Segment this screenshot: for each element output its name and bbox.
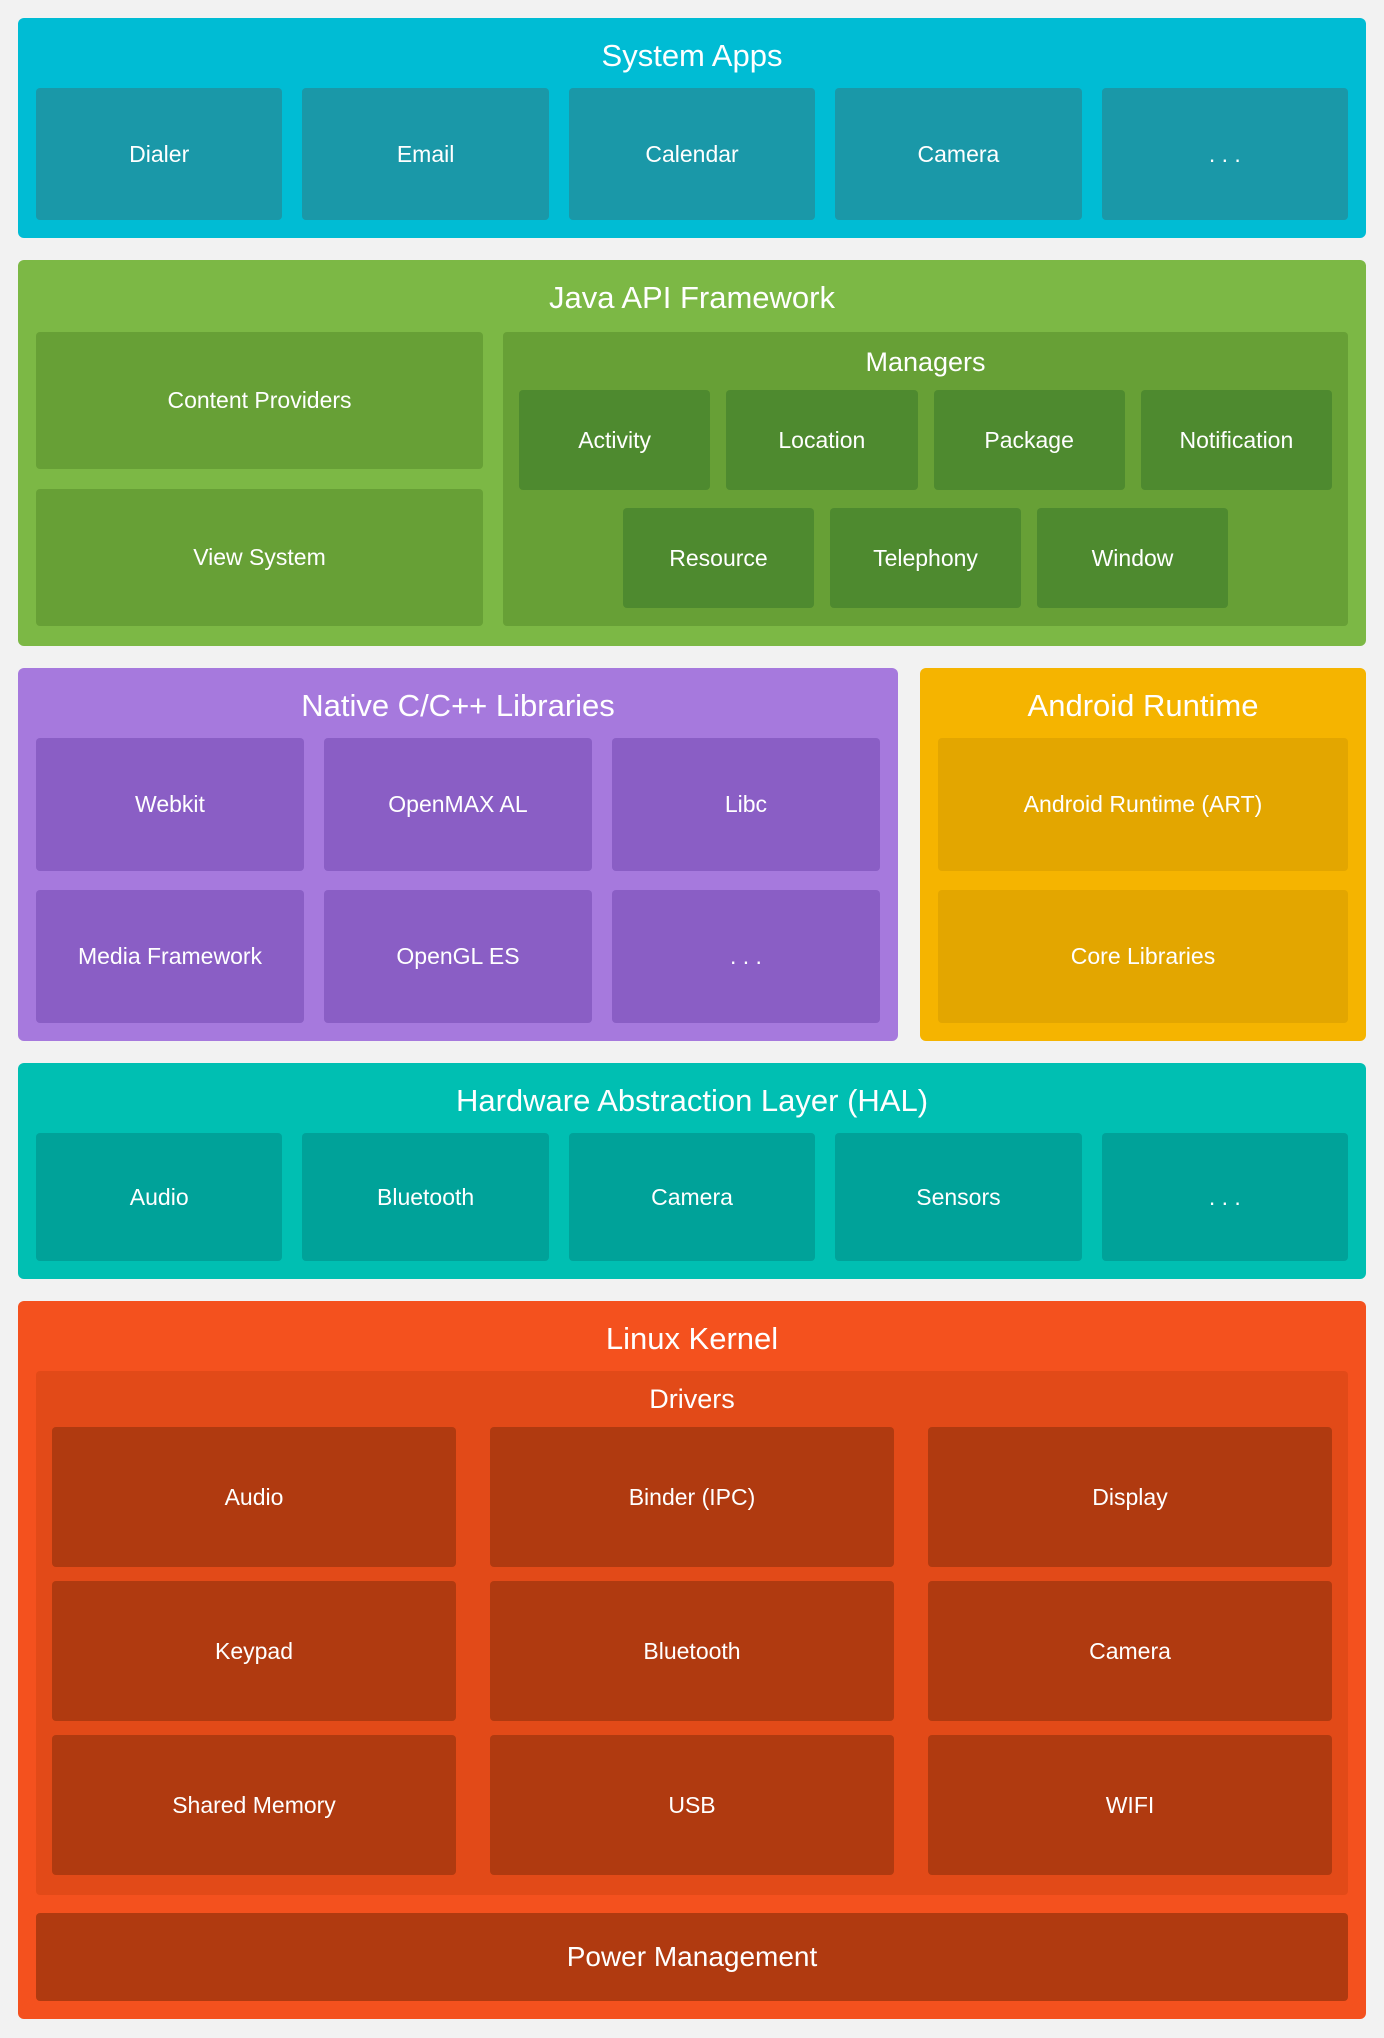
java-api-title: Java API Framework [549, 280, 835, 315]
linux-kernel-title: Linux Kernel [605, 1321, 779, 1356]
system-apps-title: System Apps [601, 38, 783, 73]
box-hal-bluetooth: Bluetooth [302, 1133, 549, 1261]
layer-native-libraries: Native C/C++ Libraries Webkit OpenMAX AL… [18, 668, 898, 1041]
drivers-title: Drivers [649, 1384, 735, 1414]
managers-group: Managers Activity Location Package Notif… [503, 332, 1348, 626]
box-power-management: Power Management [36, 1913, 1348, 2001]
box-email: Email [302, 88, 549, 220]
box-opengl-es: OpenGL ES [323, 890, 592, 1023]
box-media-framework: Media Framework [36, 890, 304, 1023]
layer-java-api-framework: Java API Framework Content Providers Vie… [18, 260, 1366, 646]
box-driver-keypad: Keypad [52, 1581, 456, 1721]
box-driver-display: Display [928, 1427, 1332, 1567]
box-hal-audio: Audio [36, 1133, 283, 1261]
native-libraries-grid: Webkit OpenMAX AL Libc Media Framework O… [36, 738, 880, 1023]
box-driver-usb: USB [490, 1735, 894, 1875]
box-driver-wifi: WIFI [928, 1735, 1332, 1875]
java-api-body: Content Providers View System Managers A… [36, 332, 1348, 626]
hal-title: Hardware Abstraction Layer (HAL) [455, 1083, 929, 1118]
box-telephony-manager: Telephony [830, 508, 1021, 608]
box-hal-sensors: Sensors [835, 1133, 1082, 1261]
box-core-libraries: Core Libraries [938, 890, 1348, 1023]
box-content-providers: Content Providers [36, 332, 483, 469]
box-openmax-al: OpenMAX AL [323, 738, 592, 871]
box-driver-shared-memory: Shared Memory [52, 1735, 456, 1875]
box-art: Android Runtime (ART) [938, 738, 1348, 871]
native-and-runtime-row: Native C/C++ Libraries Webkit OpenMAX AL… [18, 668, 1366, 1041]
box-notification-manager: Notification [1140, 390, 1332, 490]
box-hal-camera: Camera [568, 1133, 816, 1261]
box-calendar: Calendar [568, 88, 816, 220]
layer-hal: Hardware Abstraction Layer (HAL) Audio B… [18, 1063, 1366, 1279]
java-api-left-column: Content Providers View System [36, 332, 483, 626]
box-driver-bluetooth: Bluetooth [490, 1581, 894, 1721]
box-dialer: Dialer [36, 88, 283, 220]
system-apps-row: Dialer Email Calendar Camera . . . [36, 88, 1349, 220]
managers-title: Managers [865, 347, 986, 377]
box-libc: Libc [611, 738, 880, 871]
android-runtime-title: Android Runtime [1027, 688, 1259, 723]
box-native-ellipsis: . . . [611, 890, 880, 1023]
box-window-manager: Window [1037, 508, 1228, 608]
box-location-manager: Location [726, 390, 918, 490]
box-driver-binder-ipc: Binder (IPC) [490, 1427, 894, 1567]
native-libraries-title: Native C/C++ Libraries [301, 688, 615, 723]
box-resource-manager: Resource [623, 508, 814, 608]
box-apps-ellipsis: . . . [1101, 88, 1349, 220]
box-driver-camera: Camera [928, 1581, 1332, 1721]
layer-android-runtime: Android Runtime Android Runtime (ART) Co… [920, 668, 1366, 1041]
layer-system-apps: System Apps Dialer Email Calendar Camera… [18, 18, 1366, 238]
drivers-group: Drivers Audio Binder (IPC) Display Keypa… [36, 1371, 1348, 1895]
box-camera-app: Camera [835, 88, 1082, 220]
android-runtime-column: Android Runtime (ART) Core Libraries [938, 738, 1348, 1023]
managers-row-1: Activity Location Package Notification [519, 390, 1332, 490]
box-driver-audio: Audio [52, 1427, 456, 1567]
box-package-manager: Package [933, 390, 1125, 490]
box-hal-ellipsis: . . . [1101, 1133, 1349, 1261]
managers-row-2: Resource Telephony Window [519, 508, 1332, 608]
layer-linux-kernel: Linux Kernel Drivers Audio Binder (IPC) … [18, 1301, 1366, 2019]
box-activity-manager: Activity [519, 390, 711, 490]
drivers-grid: Audio Binder (IPC) Display Keypad Blueto… [52, 1427, 1332, 1875]
box-view-system: View System [36, 489, 483, 626]
box-webkit: Webkit [36, 738, 304, 871]
hal-row: Audio Bluetooth Camera Sensors . . . [36, 1133, 1349, 1261]
